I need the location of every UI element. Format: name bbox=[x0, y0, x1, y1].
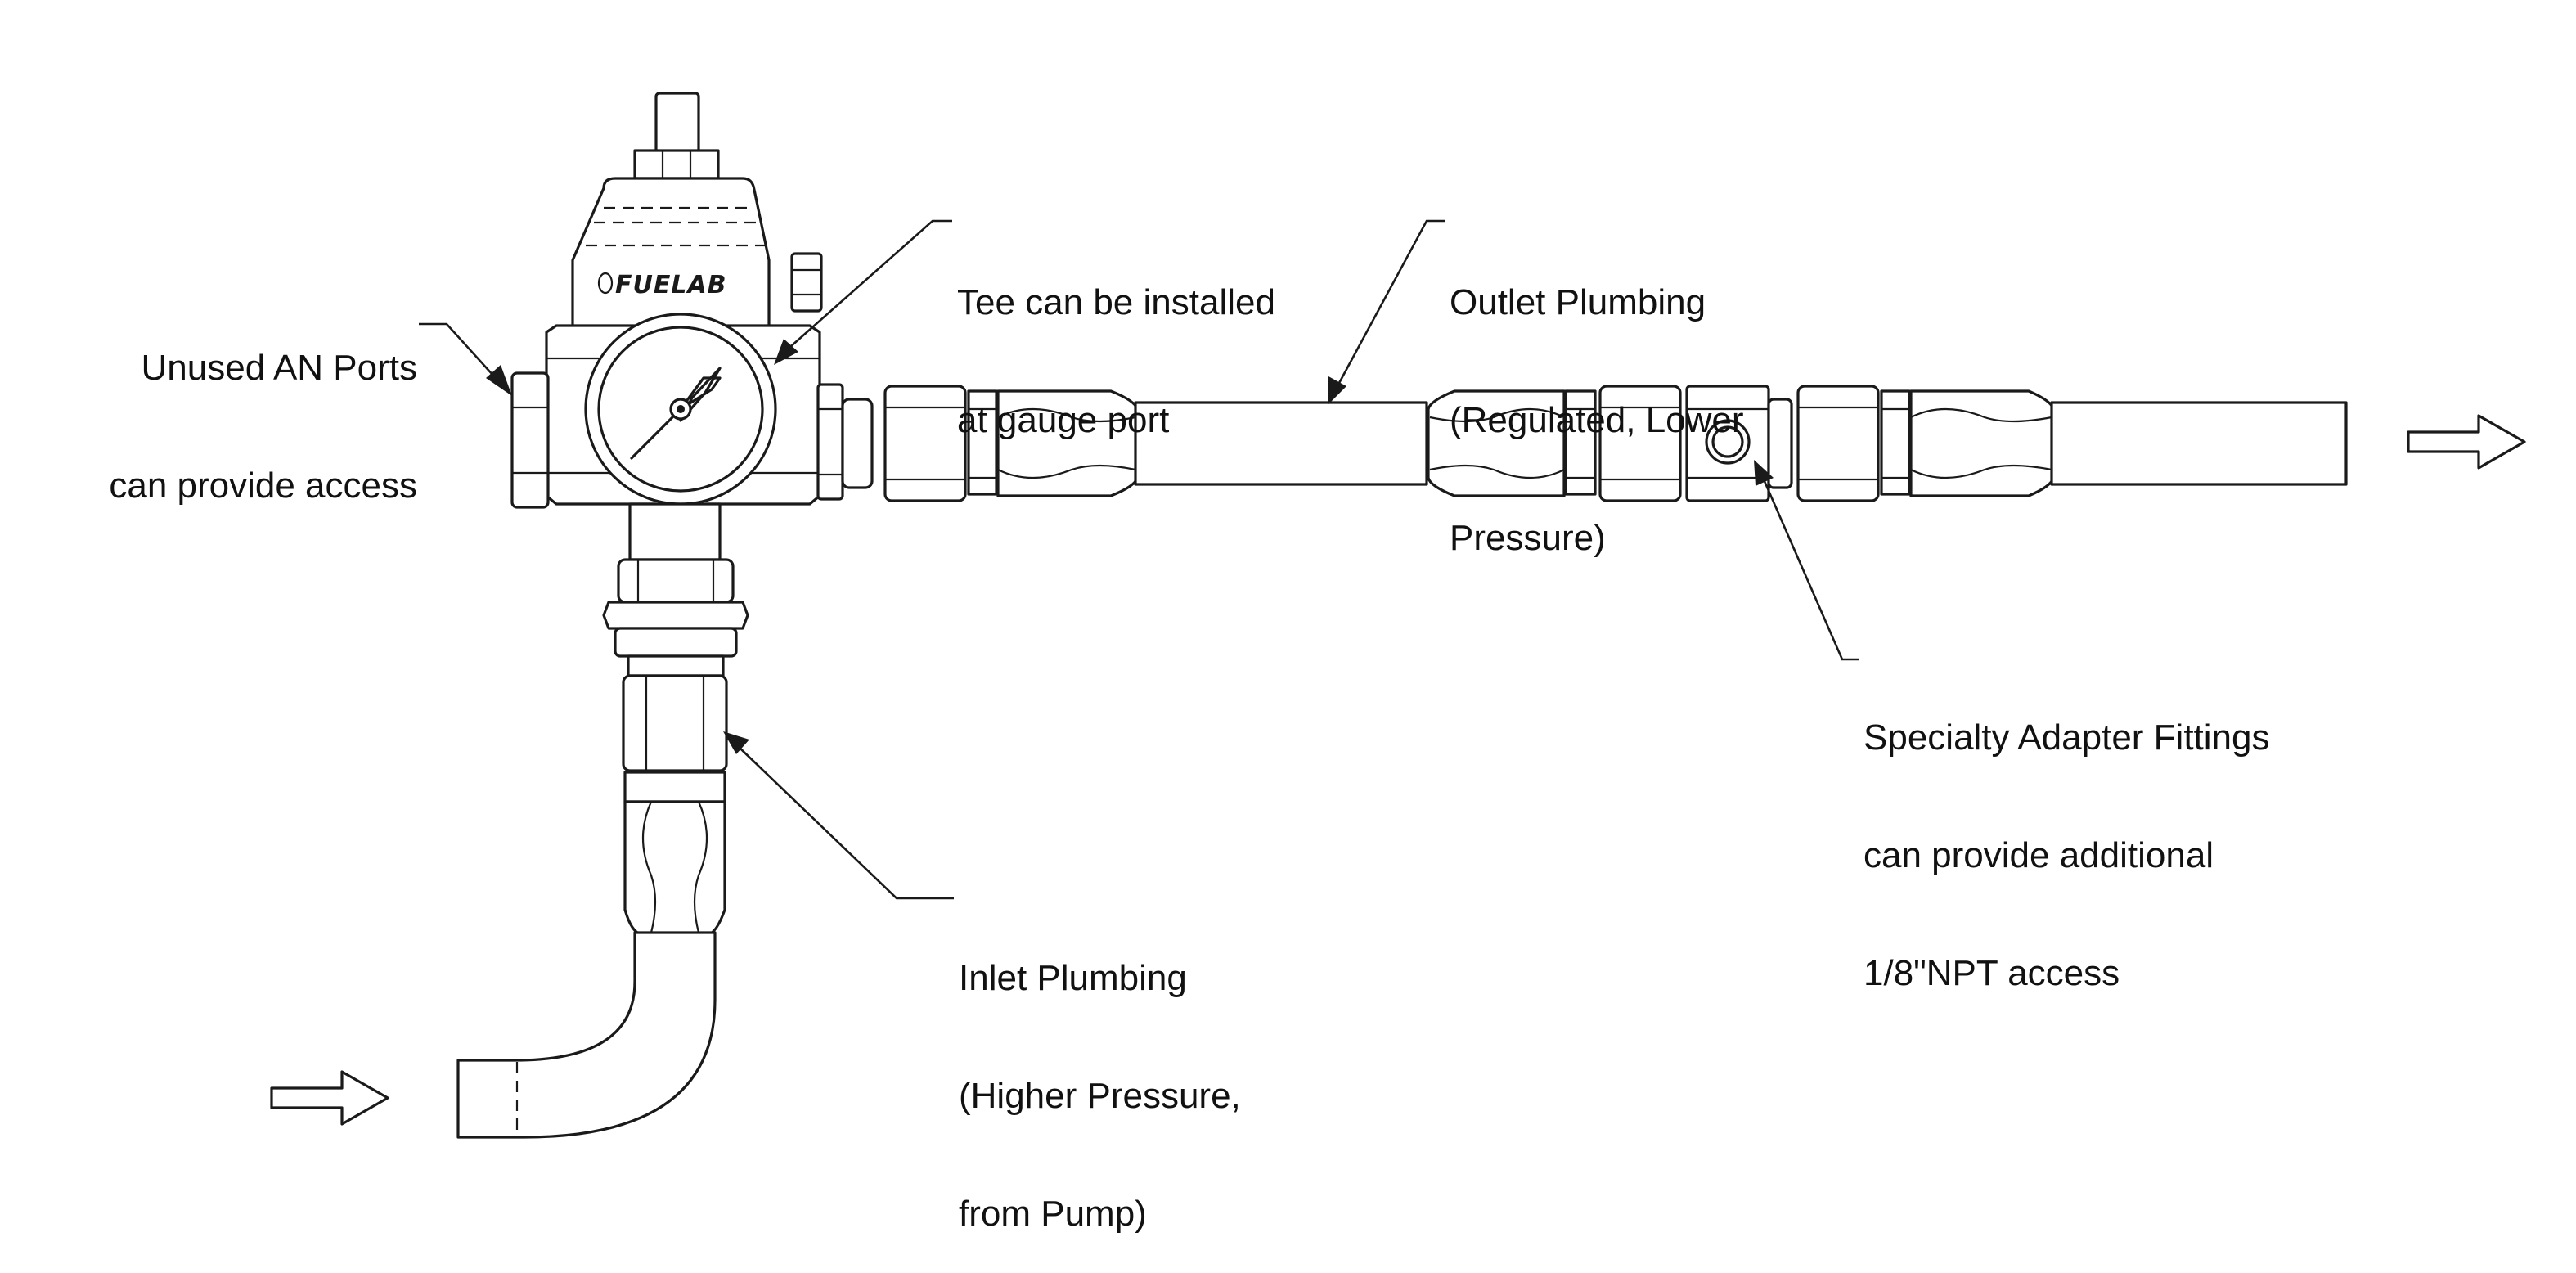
brand-logo-text: FUELAB bbox=[615, 271, 727, 299]
leader-outlet bbox=[1328, 219, 1445, 404]
regulator-adjuster bbox=[633, 92, 720, 180]
callout-unused-ports-line1: Unused AN Ports bbox=[141, 348, 418, 388]
callout-unused-ports-line2: can provide access bbox=[109, 466, 417, 506]
callout-specialty-line3: 1/8"NPT access bbox=[1863, 953, 2120, 993]
pressure-gauge bbox=[584, 313, 777, 506]
specialty-adapter-fitting bbox=[1685, 385, 1793, 502]
inlet-hose-assembly bbox=[456, 502, 749, 1139]
callout-outlet-line3: Pressure) bbox=[1450, 518, 1606, 558]
callout-specialty: Specialty Adapter Fittings can provide a… bbox=[1863, 640, 2269, 1032]
outlet-flow-arrow bbox=[2407, 414, 2526, 470]
callout-tee-gauge: Tee can be installed at gauge port bbox=[957, 205, 1275, 479]
regulator-body: FUELAB bbox=[571, 177, 823, 332]
fuel-regulator-plumbing-diagram: FUELAB bbox=[270, 92, 2526, 1139]
callout-inlet-line3: from Pump) bbox=[959, 1194, 1147, 1234]
leader-tee-gauge bbox=[774, 219, 952, 365]
inlet-flow-arrow bbox=[270, 1070, 389, 1126]
callout-tee-gauge-line2: at gauge port bbox=[957, 400, 1170, 440]
callout-tee-gauge-line1: Tee can be installed bbox=[957, 282, 1275, 322]
callout-inlet-line1: Inlet Plumbing bbox=[959, 958, 1187, 998]
callout-unused-ports: Unused AN Ports can provide access bbox=[49, 270, 417, 545]
leader-inlet bbox=[723, 731, 954, 900]
callout-inlet-line2: (Higher Pressure, bbox=[959, 1076, 1241, 1116]
leader-specialty bbox=[1754, 460, 1859, 661]
outlet-hose-assembly bbox=[841, 385, 2348, 502]
unused-an-port-left bbox=[510, 371, 550, 509]
brand-logo: FUELAB bbox=[597, 271, 727, 299]
an-port-right bbox=[816, 383, 844, 501]
callout-outlet-line1: Outlet Plumbing bbox=[1450, 282, 1706, 322]
callout-specialty-line1: Specialty Adapter Fittings bbox=[1863, 717, 2270, 758]
callout-outlet: Outlet Plumbing (Regulated, Lower Pressu… bbox=[1450, 205, 1744, 597]
leader-unused-ports bbox=[419, 322, 512, 396]
callout-inlet: Inlet Plumbing (Higher Pressure, from Pu… bbox=[959, 880, 1241, 1273]
callout-specialty-line2: can provide additional bbox=[1863, 835, 2214, 875]
callout-outlet-line2: (Regulated, Lower bbox=[1450, 400, 1744, 440]
